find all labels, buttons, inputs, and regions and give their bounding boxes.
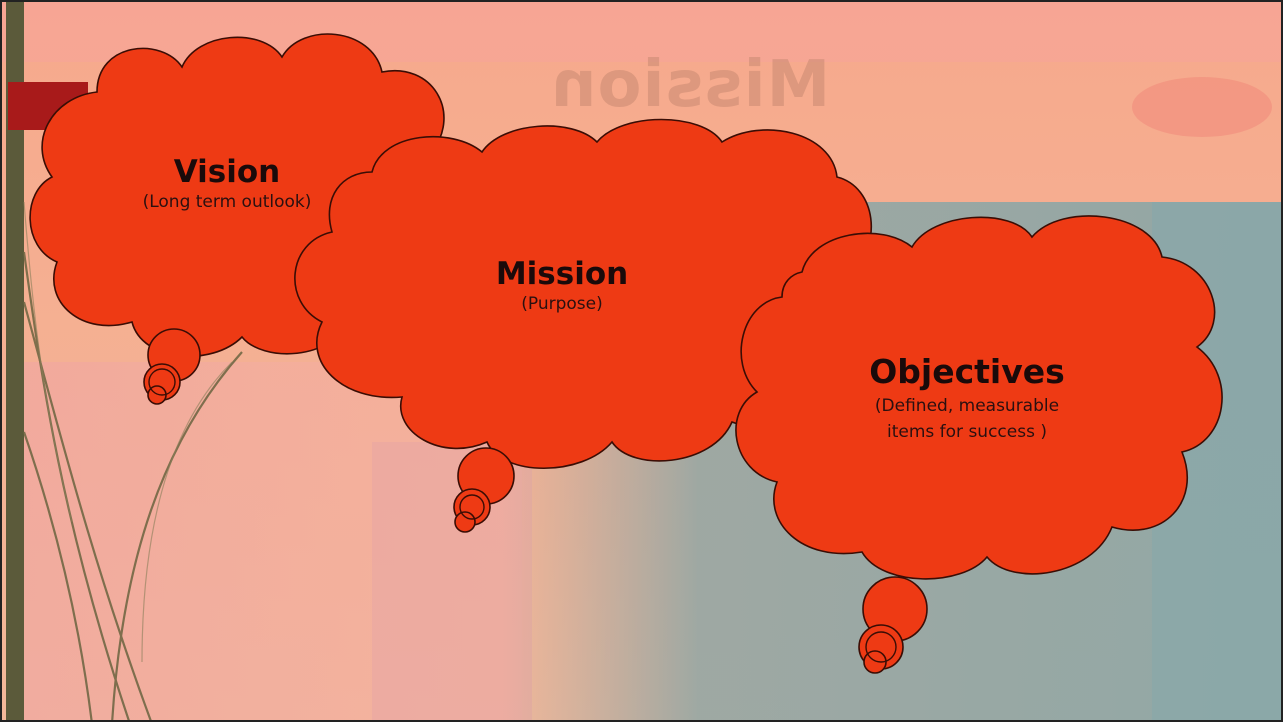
- vision-cloud: Vision (Long term outlook): [102, 154, 352, 212]
- objectives-subtitle-line-1: (Defined, measurable: [874, 396, 1060, 416]
- left-accent-bar: [6, 2, 24, 720]
- objectives-subtitle-line-2: items for success ): [887, 422, 1047, 443]
- vision-title: Vision: [173, 154, 281, 190]
- mission-subtitle: (Purpose): [521, 294, 603, 314]
- objectives-cloud: Objectives (Defined, measurable items fo…: [822, 352, 1112, 443]
- mission-cloud-shape: [294, 118, 873, 533]
- objectives-cloud-shape: [735, 215, 1223, 674]
- objectives-title: Objectives: [869, 352, 1065, 391]
- vision-subtitle: (Long term outlook): [142, 192, 312, 212]
- mission-title: Mission: [495, 256, 629, 292]
- mission-cloud: Mission (Purpose): [437, 256, 687, 314]
